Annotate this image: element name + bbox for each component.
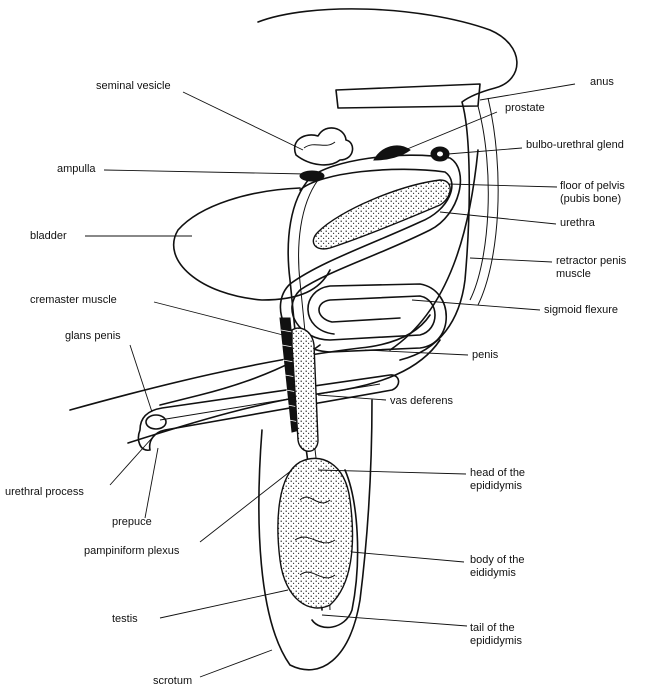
ampulla-shape: [299, 170, 325, 182]
rectum: [335, 83, 481, 109]
pubis-bone: [312, 179, 451, 250]
label-tail-epididymis-line1: tail of the: [470, 622, 515, 634]
retractor-penis-band: [389, 149, 479, 351]
label-body-epididymis: body of the eididymis: [470, 554, 524, 580]
epididymis-tail: [311, 469, 359, 629]
label-cremaster-muscle: cremaster muscle: [30, 294, 117, 306]
label-vas-deferens: vas deferens: [390, 395, 453, 407]
glans-penis-shape: [145, 414, 167, 430]
label-urethra: urethra: [560, 217, 595, 229]
label-head-epididymis: head of the epididymis: [470, 467, 525, 493]
label-prostate: prostate: [505, 102, 545, 114]
label-body-epididymis-line1: body of the: [470, 554, 525, 566]
label-testis: testis: [112, 613, 138, 625]
label-glans-penis: glans penis: [65, 330, 121, 342]
label-scrotum: scrotum: [153, 675, 193, 687]
prepuce-tube: [137, 374, 400, 451]
label-floor-of-pelvis-line2: (pubis bone): [560, 193, 622, 205]
label-tail-epididymis-line2: epididymis: [470, 635, 522, 647]
label-tail-epididymis: tail of the epididymis: [470, 622, 522, 648]
leader-lines: [85, 83, 576, 678]
seminal-vesicle-shape: [293, 127, 354, 166]
label-ampulla: ampulla: [57, 163, 96, 175]
prostate-shape: [373, 145, 411, 161]
label-body-epididymis-line2: eididymis: [470, 567, 516, 579]
label-retractor-penis-line2: muscle: [556, 268, 591, 280]
label-bladder: bladder: [30, 230, 67, 242]
rump-outline: [257, 8, 518, 361]
label-retractor-penis: retractor penis muscle: [556, 255, 626, 281]
label-head-epididymis-line1: head of the: [470, 467, 526, 479]
label-urethral-process: urethral process: [5, 486, 84, 498]
label-retractor-penis-line1: retractor penis: [556, 255, 627, 267]
label-anus: anus: [590, 76, 614, 88]
label-bulbo-urethral-gland: bulbo-urethral glend: [526, 139, 624, 151]
pampiniform-plexus-shape: [291, 327, 319, 452]
bladder-shape: [172, 187, 331, 301]
label-seminal-vesicle: seminal vesicle: [96, 80, 171, 92]
label-penis: penis: [472, 349, 499, 361]
label-head-epididymis-line2: epididymis: [470, 480, 522, 492]
label-floor-of-pelvis-line1: floor of pelvis: [560, 180, 625, 192]
label-floor-of-pelvis: floor of pelvis (pubis bone): [560, 180, 625, 206]
testis-shape: [277, 457, 354, 609]
scrotum-outline: [258, 399, 373, 671]
label-prepuce: prepuce: [112, 516, 152, 528]
label-sigmoid-flexure: sigmoid flexure: [544, 304, 618, 316]
label-pampiniform-plexus: pampiniform plexus: [84, 545, 180, 557]
